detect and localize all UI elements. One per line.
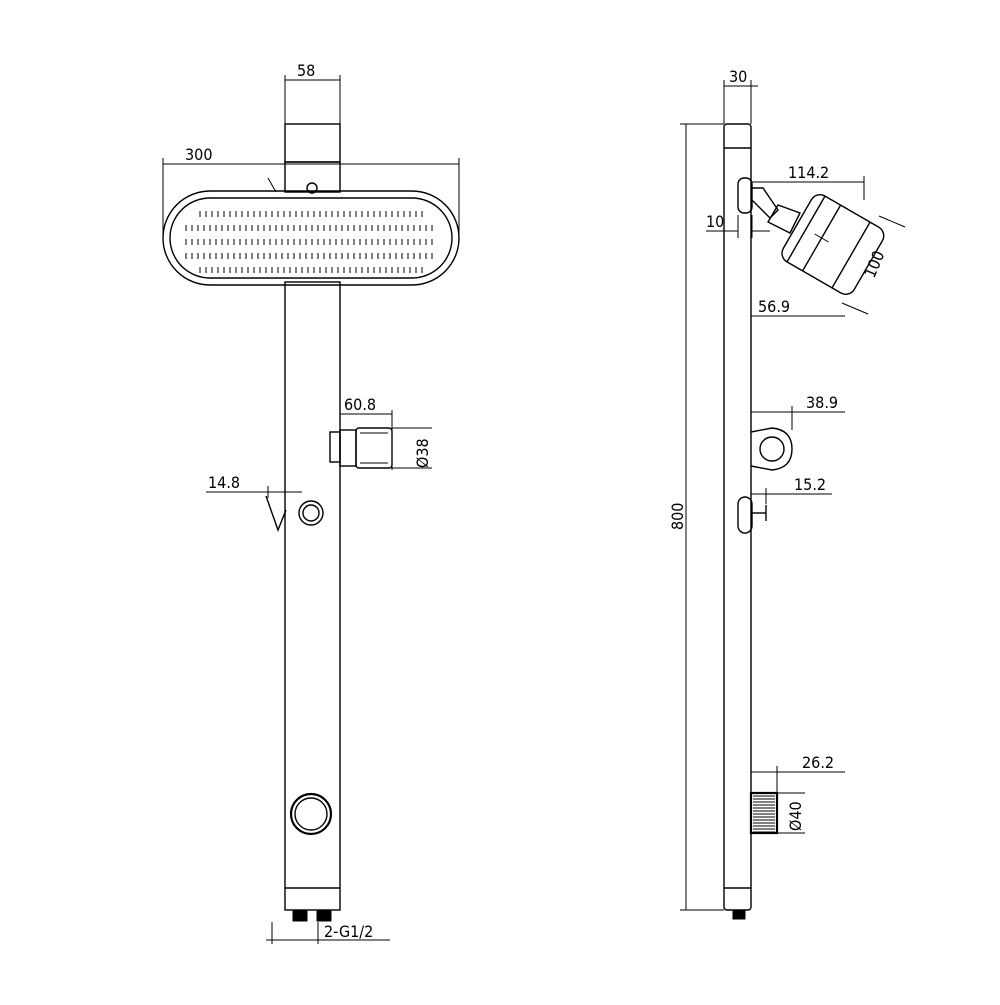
dim-holder-diameter: Ø38: [413, 438, 432, 468]
front-inlets: [292, 910, 332, 922]
side-slide-bar: [723, 123, 752, 920]
dim-head-offset: 56.9: [758, 297, 790, 316]
dim-arm-offset: 10: [706, 212, 724, 231]
dim-head-width: 300: [185, 145, 212, 164]
dim-inlets: 2-G1/2: [324, 922, 373, 941]
front-shower-head: [162, 190, 460, 286]
side-adjust-knob: [737, 496, 767, 534]
side-shower-head: [781, 194, 885, 295]
front-dimensions: 58 300 60.8 Ø38 14.8 2-G1/2: [162, 61, 460, 944]
dim-arm-reach: 114.2: [788, 163, 829, 182]
dim-head-size: 100: [860, 248, 888, 281]
dim-outlet-reach: 26.2: [802, 753, 834, 772]
side-view: 30 800 114.2 10 100 56.9 38.9 15: [668, 67, 906, 920]
dim-holder-depth: 60.8: [344, 395, 376, 414]
front-diverter-knob: [289, 792, 333, 836]
side-hand-shower-holder: [750, 427, 793, 471]
dim-knob-offset: 14.8: [208, 473, 240, 492]
front-hand-shower-holder: [329, 427, 393, 469]
shower-head-nozzles: [185, 211, 433, 273]
front-adjust-knob: [265, 495, 324, 532]
dim-knob-reach: 15.2: [794, 475, 826, 494]
front-slide-bar: [267, 123, 341, 911]
side-outlet: [749, 791, 779, 835]
front-view: 58 300 60.8 Ø38 14.8 2-G1/2: [162, 61, 460, 944]
dim-bar-width: 58: [297, 61, 315, 80]
outlet-thread: [753, 795, 775, 833]
side-shower-arm: [737, 177, 801, 234]
dim-outlet-diameter: Ø40: [786, 801, 805, 831]
dim-total-height: 800: [668, 503, 687, 530]
dim-bar-depth: 30: [729, 67, 747, 86]
dim-holder-reach: 38.9: [806, 393, 838, 412]
side-dimensions: 30 800 114.2 10 100 56.9 38.9 15: [668, 67, 906, 911]
